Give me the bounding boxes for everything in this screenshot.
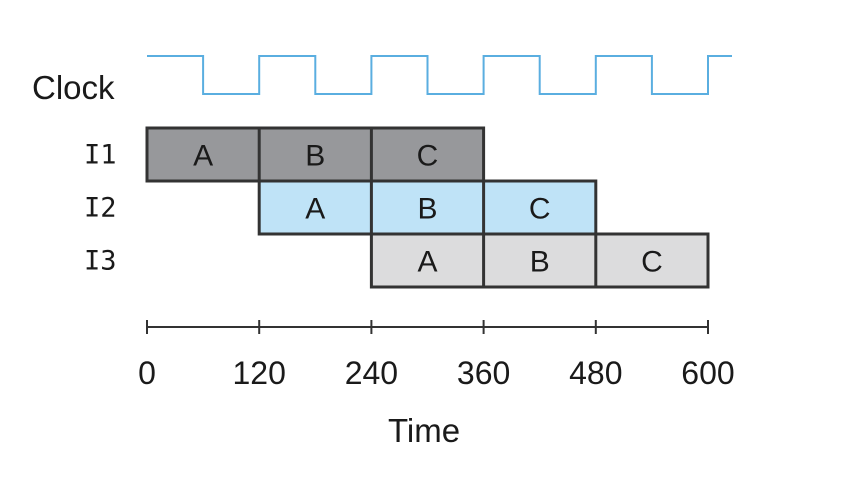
row-border [369,232,710,289]
row-label: I1 [84,140,117,171]
pipeline-row-i2: I2 A B C [84,179,598,236]
stage-label: C [641,246,663,279]
clock-waveform [147,55,732,95]
stage-label: A [305,193,325,226]
stage-box-b [259,128,372,181]
stage-box-a [147,128,260,181]
stage-label: A [417,246,437,279]
row-label: I3 [84,246,117,277]
tick-label: 240 [345,355,398,391]
tick-label: 480 [569,355,622,391]
stage-box-c [371,128,484,181]
stage-box-a [259,181,372,234]
stage-label: B [530,246,550,279]
stage-label: B [417,193,437,226]
stage-label: A [193,140,213,173]
tick-label: 0 [138,355,156,391]
stage-label: C [529,193,551,226]
tick-label: 120 [233,355,286,391]
stage-box-b [483,234,596,287]
stage-box-c [483,181,596,234]
pipeline-row-i1: I1 A B C [84,126,486,183]
time-axis-ticks: 0 120 240 360 480 600 [138,320,735,391]
stage-box-b [371,181,484,234]
stage-box-a [371,234,484,287]
time-axis: 0 120 240 360 480 600 [138,320,735,391]
clock-label: Clock [32,69,115,106]
pipeline-row-i3: I3 A B C [84,232,710,289]
time-axis-title: Time [388,412,460,449]
stage-label: C [417,140,439,173]
row-label: I2 [84,193,117,224]
stage-label: B [305,140,325,173]
tick-label: 360 [457,355,510,391]
tick-label: 600 [681,355,734,391]
stage-box-c [595,234,708,287]
